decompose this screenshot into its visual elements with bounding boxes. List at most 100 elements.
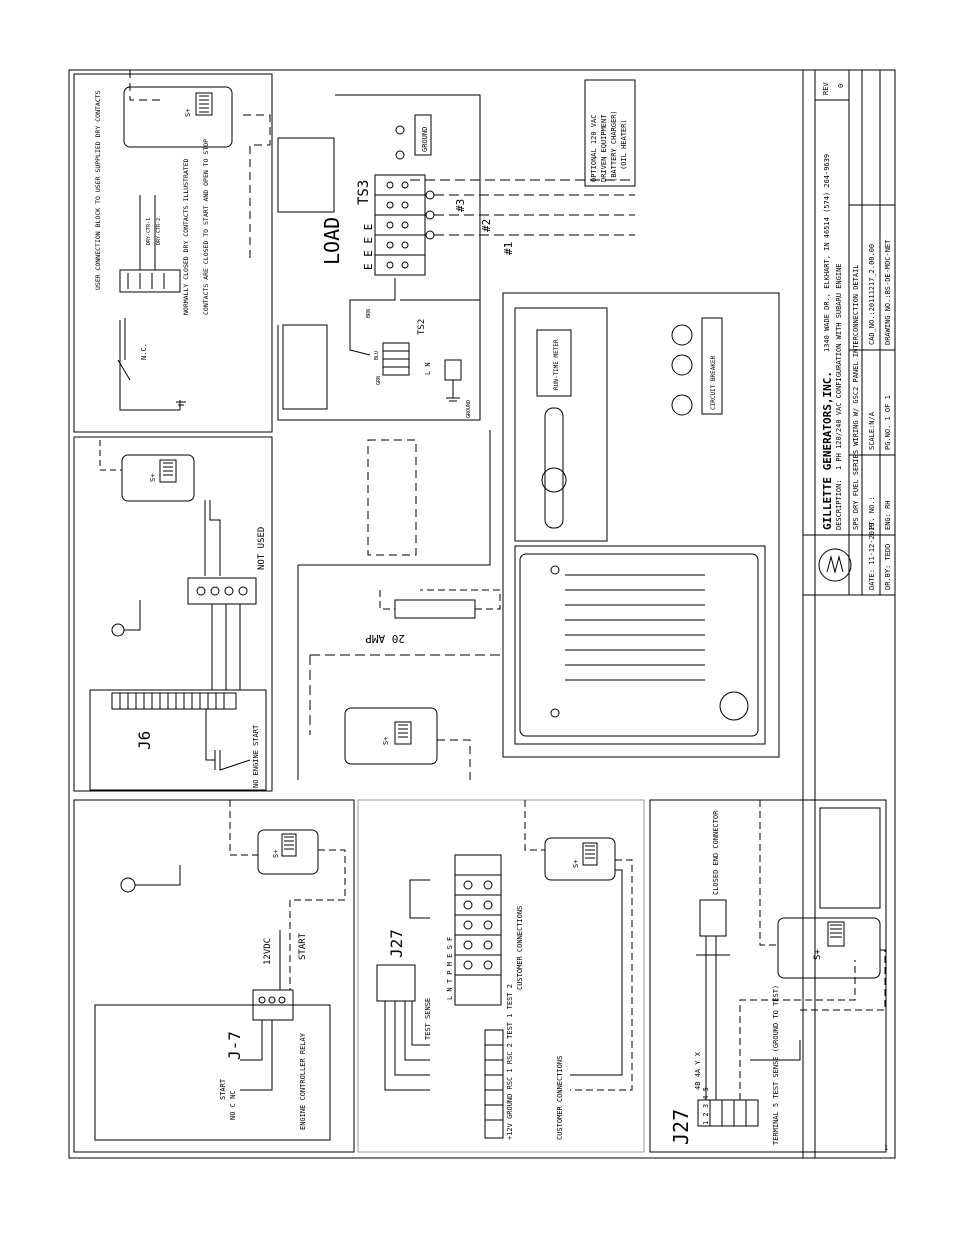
user-conn-label: USER CONNECTION BLOCK TO USER SUPPLIED D… — [94, 90, 102, 290]
breaker-toggle-3[interactable] — [671, 394, 693, 416]
pin-names-label: 4B 4A Y X — [694, 1051, 702, 1090]
company-address: 1340 WADE DR., ELKHART, IN 46514 (574) 2… — [823, 154, 831, 352]
contacts-label: CONTACTS ARE CLOSED TO START AND OPEN TO… — [202, 139, 210, 315]
sensor-box — [121, 454, 195, 502]
s-plus-label: S+ — [382, 737, 390, 745]
ts3-label: TS3 — [356, 180, 372, 205]
circuit-breaker-label: CIRCUIT BREAKER — [710, 355, 717, 410]
test-sense-label: TEST SENSE — [424, 998, 432, 1040]
j27-pins-label: 1 2 3 4 5 — [702, 1087, 710, 1125]
s-plus-label: S+ — [572, 860, 580, 868]
ts2-box — [282, 324, 328, 410]
key-switch-slot — [544, 407, 564, 529]
sensor-box — [123, 86, 233, 148]
12vdc-label: 12VDC — [263, 938, 273, 965]
sensor-box — [544, 837, 616, 881]
circuit-breaker-label-box — [701, 317, 723, 415]
rev-value: 0 — [837, 84, 845, 88]
engine-controller-label: ENGINE CONTROLLER RELAY — [299, 1032, 307, 1130]
ground-ring — [120, 877, 136, 893]
amp-label: 20 AMP — [365, 632, 405, 645]
customer-terminal-strip — [454, 854, 502, 1006]
optional-label-4: (OIL HEATER) — [620, 119, 628, 170]
ts-letters-label: L N T P M E S F — [446, 937, 454, 1000]
nc-no-label: NO C NC — [229, 1090, 237, 1120]
page-corner-number: 1 — [884, 1144, 888, 1152]
description-line2: SPS DRY FUEL SERIES WIRING W/ GSC2 PANEL… — [852, 264, 860, 530]
start-label: START — [298, 932, 308, 960]
ts3-terminal-block — [374, 174, 426, 276]
drawing-border — [68, 69, 896, 1159]
j27-customer-panel: J27 TEST SENSE CUSTOMER CONNECTIONS CUST… — [357, 799, 645, 1153]
s-plus-label: S+ — [813, 949, 823, 960]
breaker-toggle-2[interactable] — [671, 354, 693, 376]
company-logo — [818, 548, 852, 582]
user-connection-panel: S+ N.C. USER CONNECTION BLOCK TO USER SU… — [73, 70, 273, 433]
gsc2-control-panel: RUN-TIME METER CIRCUIT BREAKER — [502, 292, 780, 758]
j27b-label: J27 — [669, 1109, 693, 1145]
fuse-section: 20 AMP S+ — [297, 430, 501, 780]
optional-label-2: DRIVEN EQUIPMENT — [600, 114, 608, 182]
ground-ring — [111, 623, 125, 637]
ts2-label: TS2 — [417, 319, 427, 335]
sensor-box — [257, 829, 319, 875]
date: DATE: 11-12-2010 — [868, 523, 876, 590]
description-label: DESCRIPTION: — [835, 479, 843, 530]
blu-label: BLU — [374, 351, 380, 360]
customer-connections-label: CUSTOMER CONNECTIONS — [516, 906, 524, 990]
e-row-label: E E E E — [362, 224, 375, 270]
wire1-label: #1 — [502, 242, 515, 255]
panel-upper — [514, 307, 608, 542]
not-used-label: NOT USED — [257, 527, 267, 570]
j6-label: J6 — [135, 731, 154, 750]
cad-number: CAD_NO.:20111217_2.00.00 — [868, 244, 876, 345]
sensor-box — [777, 917, 881, 979]
run-time-meter-label: RUN-TIME METER — [553, 339, 560, 390]
j7-connector — [252, 989, 294, 1021]
nc-label: N.C. — [140, 343, 148, 360]
closed-end-connector — [699, 899, 727, 937]
engine-start-label: NO ENGINE START — [252, 724, 260, 788]
ground-label: GROUND — [421, 127, 429, 152]
load-box — [277, 137, 335, 213]
dry2-label: DRY-CTR-2 — [156, 218, 162, 245]
user-connection-block — [119, 269, 181, 293]
start-small-label: START — [219, 1078, 227, 1100]
wire3-label: #3 — [454, 199, 467, 212]
j27-closed-end-panel: J27 TERMINAL 5 TEST SENSE (GROUND TO TES… — [649, 799, 887, 1153]
ground-small-label: GROUND — [466, 400, 472, 418]
optional-label: OPTIONAL 120 VAC — [590, 115, 598, 182]
panel-lower — [514, 545, 766, 745]
scale: SCALE:N/A — [868, 411, 876, 450]
wire2-label: #2 — [480, 219, 493, 232]
load-section: LOAD TS3 E E E E #1 #2 #3 GROUND OPTIONA… — [277, 79, 636, 556]
load-label: LOAD — [320, 217, 344, 265]
dashed-box — [367, 439, 417, 556]
j7-panel: J-7 START 12VDC ENGINE CONTROLLER RELAY … — [73, 799, 355, 1153]
run-time-meter — [536, 329, 572, 397]
ts2-ln-label: L N — [424, 362, 432, 375]
reserved-box — [819, 807, 881, 909]
j6-panel: S+ J6 NO ENGINE START NOT USED — [73, 436, 273, 792]
customer-connections-label-2: CUSTOMER CONNECTIONS — [556, 1056, 564, 1140]
brn-label: BRN — [366, 309, 372, 318]
terminal5-label: TERMINAL 5 TEST SENSE (GROUND TO TEST) — [772, 985, 780, 1145]
company-name: GILLETTE GENERATORS,INC. — [821, 371, 834, 530]
j27-label: J27 — [387, 929, 406, 958]
title-block: GILLETTE GENERATORS,INC. 1340 WADE DR., … — [802, 70, 895, 1158]
description-line1: 1 PH 120/240 VAC CONFIGURATION WITH SUBA… — [835, 263, 843, 470]
key-switch[interactable] — [541, 467, 567, 493]
cc-labels: +12V GROUND RSC 1 RSC 2 TEST 1 TEST 2 — [506, 984, 514, 1140]
part-number: PT. NO.: — [868, 496, 876, 530]
logo-mark — [826, 555, 844, 574]
breaker-toggle-1[interactable] — [671, 324, 693, 346]
panel-logo — [719, 691, 749, 721]
sensor-box — [344, 707, 438, 765]
optional-box — [584, 79, 636, 187]
drawing-number: DRAWING NO.:BS-DE-MDC-NET — [884, 239, 892, 345]
normally-closed-label: NORMALLY CLOSED DRY CONTACTS ILLUSTRATED — [182, 158, 190, 315]
page-number: PG.NO. 1 OF 1 — [884, 395, 892, 450]
engineer: ENG: RH — [884, 500, 892, 530]
j27-plug — [697, 1099, 759, 1127]
